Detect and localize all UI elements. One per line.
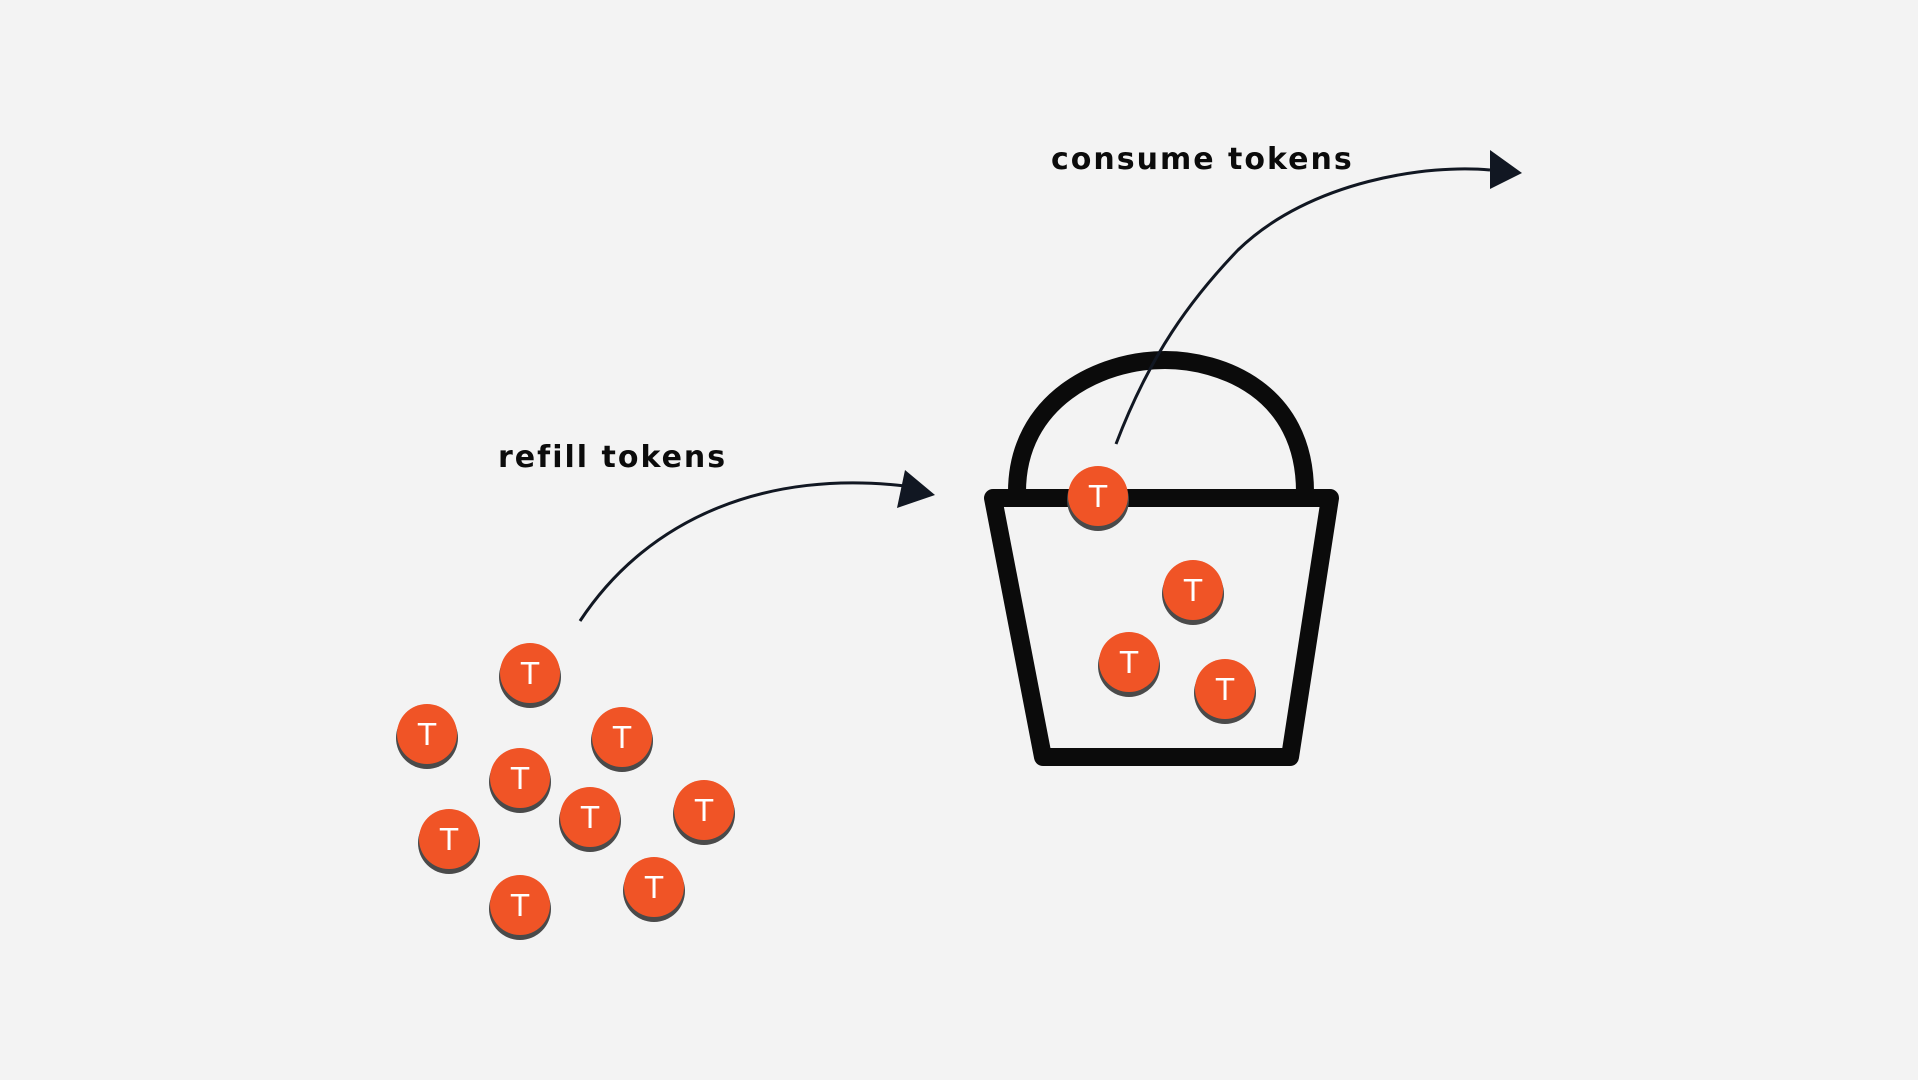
token-icon: T — [489, 748, 551, 813]
refill-tokens-label: refill tokens — [498, 440, 727, 475]
token-icon: T — [1162, 560, 1224, 625]
consume-tokens-label: consume tokens — [1051, 142, 1354, 177]
token-letter: T — [1088, 480, 1108, 515]
token-icon: T — [591, 707, 653, 772]
token-letter: T — [520, 657, 540, 692]
refill-arrow-icon — [578, 470, 935, 622]
token-group: T T T T T T T T T T T T T — [396, 466, 1256, 940]
token-icon: T — [673, 780, 735, 845]
token-letter: T — [439, 823, 459, 858]
token-letter: T — [417, 718, 437, 753]
token-icon: T — [1098, 632, 1160, 697]
token-letter: T — [1183, 574, 1203, 609]
bucket-icon — [984, 350, 1339, 766]
token-letter: T — [1215, 673, 1235, 708]
token-icon: T — [499, 643, 561, 708]
token-icon: T — [559, 787, 621, 852]
token-icon: T — [396, 704, 458, 769]
token-icon: T — [418, 809, 480, 874]
token-icon: T — [1067, 466, 1129, 531]
token-letter: T — [1119, 646, 1139, 681]
token-letter: T — [644, 871, 664, 906]
consume-arrow-icon — [1114, 150, 1522, 445]
token-letter: T — [580, 801, 600, 836]
token-icon: T — [489, 875, 551, 940]
token-letter: T — [694, 794, 714, 829]
token-icon: T — [1194, 659, 1256, 724]
token-letter: T — [510, 889, 530, 924]
token-letter: T — [510, 762, 530, 797]
token-icon: T — [623, 857, 685, 922]
token-letter: T — [612, 721, 632, 756]
